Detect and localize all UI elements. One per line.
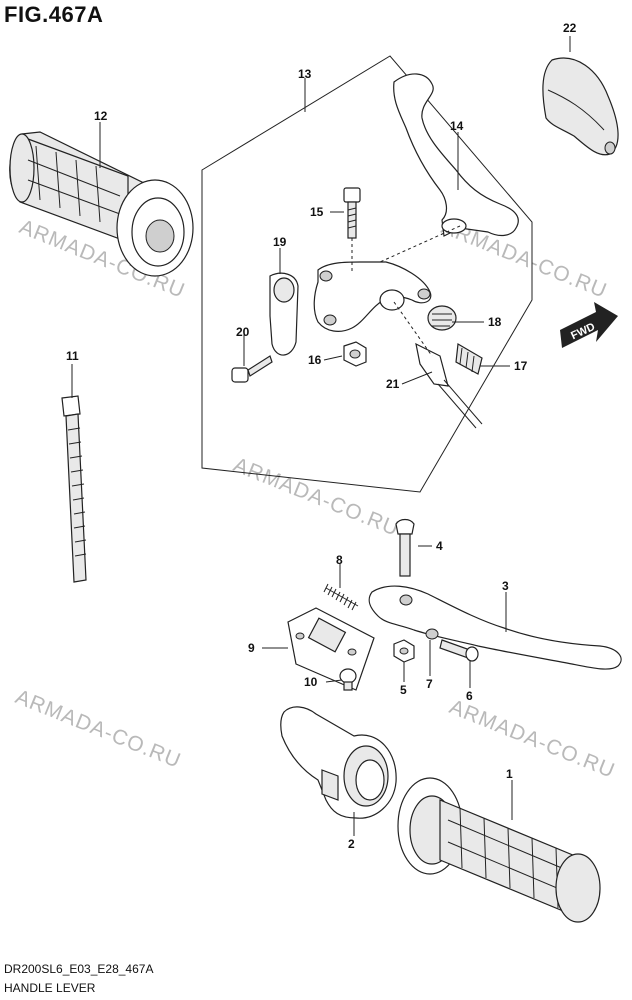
clamp-bolt	[231, 355, 273, 383]
assembly-boundary	[201, 55, 533, 493]
callout-8: 8	[336, 553, 343, 567]
callout-9: 9	[248, 641, 255, 655]
callout-10: 10	[304, 675, 318, 689]
callout-2: 2	[348, 837, 355, 851]
watermark: ARMADA-CO.RU	[12, 685, 184, 772]
callout-6: 6	[466, 689, 473, 703]
callout-18: 18	[488, 315, 502, 329]
callout-7: 7	[426, 677, 433, 691]
callout-20: 20	[236, 325, 250, 339]
clutch-cable	[393, 301, 483, 429]
callout-5: 5	[400, 683, 407, 697]
leader-lines	[71, 36, 571, 836]
figure-title: FIG.467A	[4, 2, 104, 27]
lever-bracket	[313, 261, 432, 332]
callout-11: 11	[66, 349, 79, 363]
callout-22: 22	[563, 21, 577, 35]
nut	[343, 341, 367, 367]
right-grip	[397, 777, 601, 923]
pivot-bolt	[343, 187, 361, 239]
lever-nut	[393, 639, 415, 663]
brake-lever	[368, 585, 622, 670]
assembly-lines	[351, 225, 461, 272]
left-grip	[9, 131, 194, 277]
callout-17: 17	[514, 359, 528, 373]
watermark: ARMADA-CO.RU	[230, 453, 402, 540]
callout-13: 13	[298, 67, 312, 81]
callout-1: 1	[506, 767, 513, 781]
callout-4: 4	[436, 539, 443, 553]
fwd-arrow: FWD	[560, 302, 618, 348]
callout-14: 14	[450, 119, 464, 133]
callout-12: 12	[94, 109, 108, 123]
lever-cover	[542, 57, 619, 156]
clutch-lever	[393, 73, 519, 237]
cable-adjuster	[427, 305, 483, 375]
callout-16: 16	[308, 353, 322, 367]
cable-tie	[61, 395, 87, 583]
callout-21: 21	[386, 377, 400, 391]
brake-light-switch	[287, 607, 375, 691]
figure-code: DR200SL6_E03_E28_467A	[4, 962, 154, 976]
callout-labels: 1 2 3 4 5 6 7 8 9 10 11 12 13 14 15 16 1…	[66, 21, 577, 851]
adjuster-screw	[439, 639, 479, 662]
callout-19: 19	[273, 235, 287, 249]
throttle-housing	[280, 706, 397, 819]
front-brake-pivot-bolt	[395, 518, 415, 577]
watermark: ARMADA-CO.RU	[446, 695, 618, 782]
figure-name: HANDLE LEVER	[4, 981, 96, 995]
switch-screw	[339, 668, 357, 691]
bracket-clamp	[269, 272, 299, 356]
callout-15: 15	[310, 205, 324, 219]
spring	[323, 583, 359, 611]
callout-3: 3	[502, 579, 509, 593]
